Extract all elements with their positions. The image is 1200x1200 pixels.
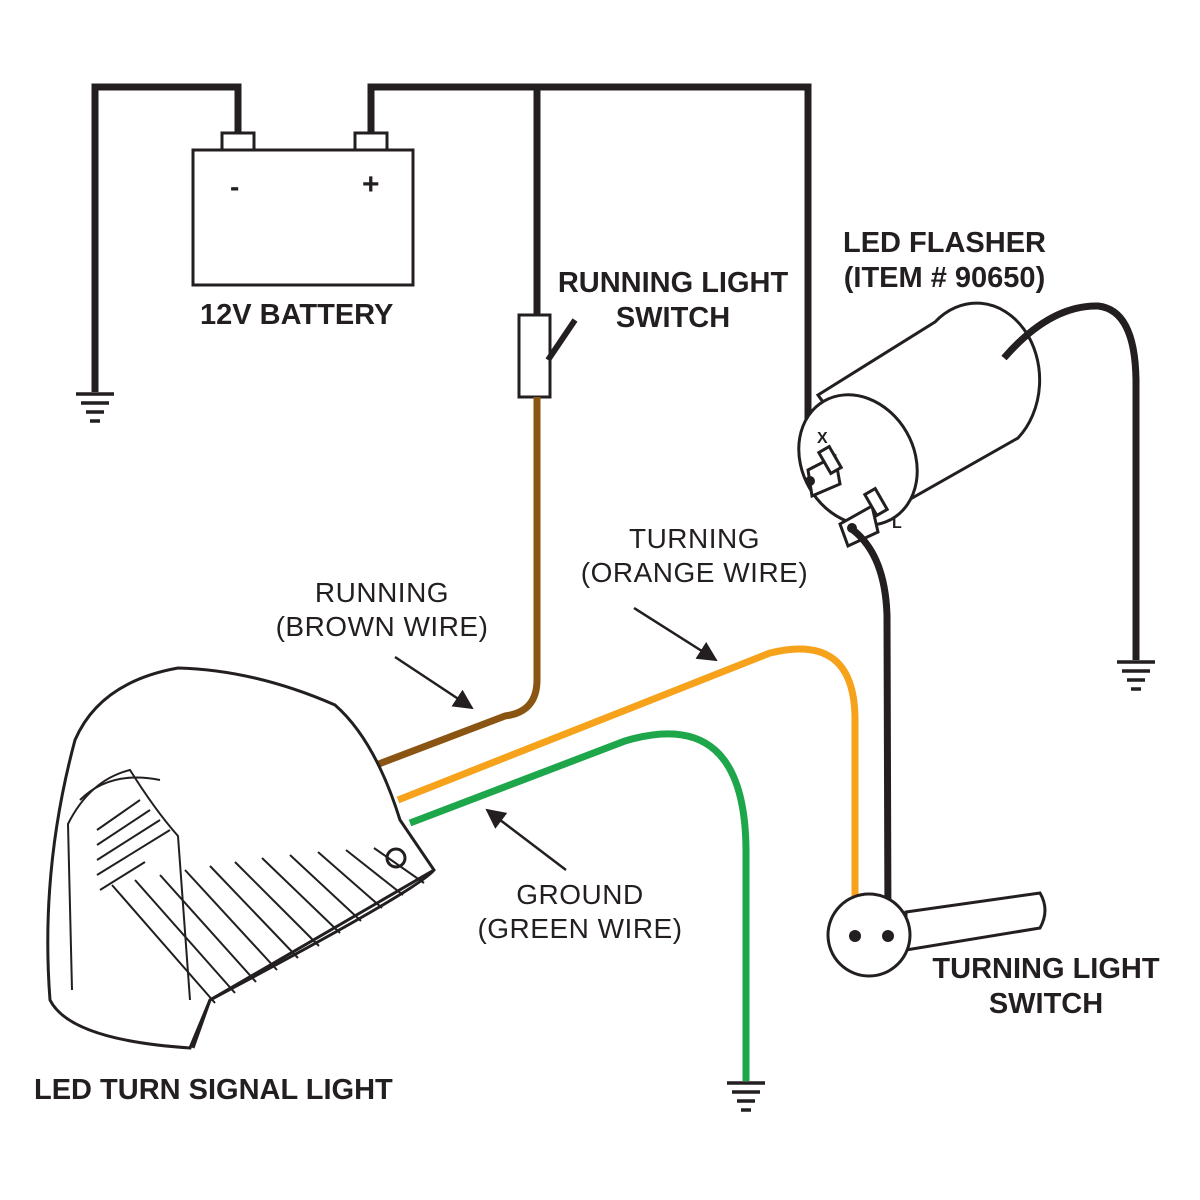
ground-icon-battery <box>76 392 114 423</box>
battery-icon <box>191 131 415 287</box>
flasher-x-label: X <box>817 430 828 447</box>
ground-wire-line-2: (GREEN WIRE) <box>477 912 683 944</box>
flasher-wires <box>850 302 1140 936</box>
running-light-switch-label: RUNNING LIGHT SWITCH <box>553 266 793 336</box>
battery-plus-label: + <box>362 168 380 201</box>
running-wire-label: RUNNING (BROWN WIRE) <box>262 576 502 643</box>
flasher-line-1: LED FLASHER <box>843 227 1046 259</box>
ground-wire-label: GROUND (GREEN WIRE) <box>466 878 694 945</box>
led-turn-signal-icon <box>46 666 436 1050</box>
ground-icon-flasher <box>1117 660 1155 691</box>
switch-terminal-black <box>882 930 894 942</box>
turning-wire-label: TURNING (ORANGE WIRE) <box>572 522 817 589</box>
flasher-x-terminal <box>805 476 815 486</box>
green-wire <box>408 730 750 1081</box>
turning-wire-line-2: (ORANGE WIRE) <box>580 556 809 588</box>
brown-wire <box>374 397 541 769</box>
running-switch-line-2: SWITCH <box>615 301 731 334</box>
turning-switch-line-2: SWITCH <box>988 987 1104 1020</box>
flasher-icon <box>797 301 1042 549</box>
flasher-l-terminal <box>847 523 857 533</box>
battery-minus-label: - <box>230 171 240 202</box>
turning-switch-line-1: TURNING LIGHT <box>932 953 1160 985</box>
switch-terminal-orange <box>849 930 861 942</box>
orange-wire <box>396 645 859 935</box>
led-flasher-label: LED FLASHER (ITEM # 90650) <box>832 226 1057 296</box>
flasher-l-label: L <box>892 515 902 532</box>
battery-wires <box>91 83 812 480</box>
label-arrows <box>394 606 718 871</box>
led-turn-signal-label: LED TURN SIGNAL LIGHT <box>34 1074 393 1106</box>
ground-icon-light <box>727 1081 765 1112</box>
turning-light-switch-label: TURNING LIGHT SWITCH <box>922 952 1170 1022</box>
lens-lines <box>96 799 425 1004</box>
battery-label: 12V BATTERY <box>200 299 394 331</box>
turning-wire-line-1: TURNING <box>628 523 761 554</box>
ground-wire-line-1: GROUND <box>516 879 644 910</box>
flasher-line-2: (ITEM # 90650) <box>843 261 1046 294</box>
running-wire-line-2: (BROWN WIRE) <box>275 610 489 642</box>
running-switch-line-1: RUNNING LIGHT <box>557 267 789 299</box>
running-wire-line-1: RUNNING <box>314 577 450 608</box>
turning-light-switch-icon <box>826 891 1047 978</box>
